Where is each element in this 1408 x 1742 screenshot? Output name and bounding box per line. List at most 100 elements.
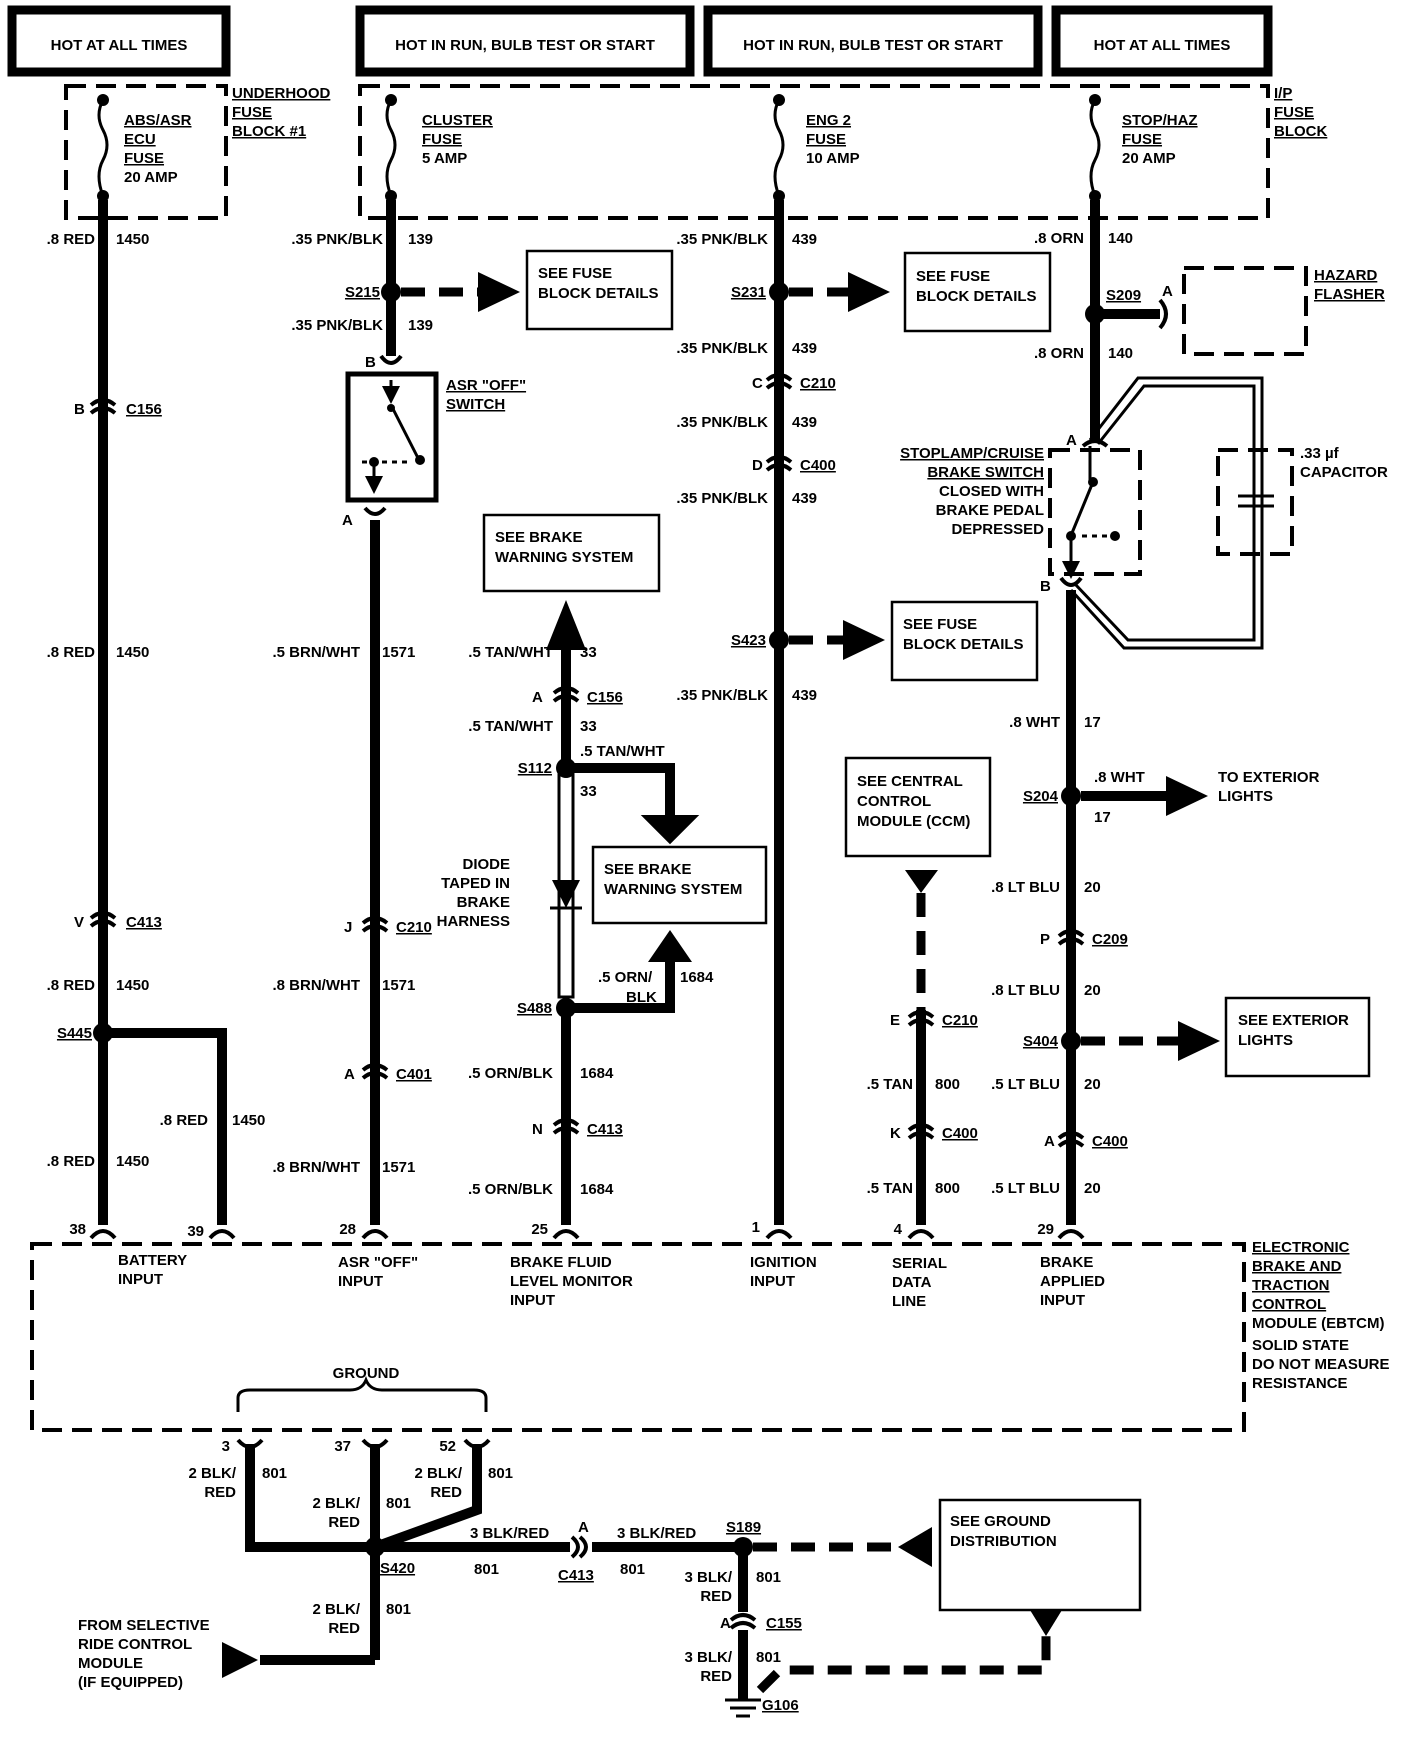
svg-text:STOP/HAZ: STOP/HAZ [1122,112,1198,129]
svg-text:BLOCK #1: BLOCK #1 [232,123,306,140]
svg-text:S423: S423 [731,632,766,649]
svg-text:.5 TAN/WHT: .5 TAN/WHT [468,644,553,661]
svg-text:HAZARD: HAZARD [1314,267,1377,284]
svg-text:SWITCH: SWITCH [446,396,505,413]
svg-text:C155: C155 [766,1615,802,1632]
stop-fuse-label: STOP/HAZ FUSE 20 AMP [1122,112,1198,167]
svg-text:K: K [890,1125,901,1142]
svg-text:.35 PNK/BLK: .35 PNK/BLK [676,490,768,507]
fuse-ref-1-line1: SEE FUSE [538,265,612,282]
svg-text:DATA: DATA [892,1274,932,1291]
capacitor-label: .33 µf CAPACITOR [1300,445,1388,481]
svg-text:MODULE: MODULE [78,1655,143,1672]
capacitor-plates [1238,494,1274,508]
svg-text:GROUND: GROUND [333,1365,400,1382]
svg-text:J: J [344,919,352,936]
battery-circuit [93,200,227,1225]
svg-text:.8 BRN/WHT: .8 BRN/WHT [273,977,361,994]
connector-labels: C156 B C413 V C210 J C401 A C156 A C413 … [74,375,1128,1150]
see-brake-warning-box-1 [482,513,661,593]
svg-text:STOPLAMP/CRUISE: STOPLAMP/CRUISE [900,445,1044,462]
svg-text:10 AMP: 10 AMP [806,150,860,167]
fuse-symbols [97,94,1101,202]
ignition-circuit [769,200,789,1225]
svg-text:20: 20 [1084,1076,1101,1093]
svg-text:RED: RED [700,1588,732,1605]
asr-pin-a: A [342,512,353,529]
svg-text:1571: 1571 [382,977,415,994]
svg-text:APPLIED: APPLIED [1040,1273,1105,1290]
svg-text:5 AMP: 5 AMP [422,150,467,167]
svg-text:37: 37 [334,1438,351,1455]
svg-text:4: 4 [894,1221,903,1238]
svg-text:.8 WHT: .8 WHT [1094,769,1145,786]
fuse-ref-3-line1: SEE FUSE [903,616,977,633]
splice-labels: S215 S231 S209 S423 S112 S488 S204 S404 … [57,284,1141,1577]
fuse-ref-2-line2: BLOCK DETAILS [916,288,1037,305]
svg-text:LEVEL MONITOR: LEVEL MONITOR [510,1273,633,1290]
stop-pin-b: B [1040,578,1051,595]
see-ground-distribution-box [938,1498,1142,1612]
svg-text:CLUSTER: CLUSTER [422,112,493,129]
see-exterior-lights-box [1224,996,1371,1078]
svg-text:.35 PNK/BLK: .35 PNK/BLK [291,231,383,248]
brake-ref-1-line1: SEE BRAKE [495,529,583,546]
brake-ref-2-line2: WARNING SYSTEM [604,881,742,898]
svg-text:.8 LT BLU: .8 LT BLU [991,982,1060,999]
svg-text:A: A [578,1519,589,1536]
svg-text:C210: C210 [942,1012,978,1029]
svg-text:20: 20 [1084,982,1101,999]
svg-text:C413: C413 [558,1567,594,1584]
svg-text:TAPED IN: TAPED IN [441,875,510,892]
header-3: HOT IN RUN, BULB TEST OR START [743,37,1003,54]
svg-text:BLK: BLK [626,989,657,1006]
svg-text:FUSE: FUSE [232,104,272,121]
svg-text:BLOCK: BLOCK [1274,123,1327,140]
svg-text:C400: C400 [942,1125,978,1142]
fuse-ref-2-line1: SEE FUSE [916,268,990,285]
svg-text:.8 WHT: .8 WHT [1009,714,1060,731]
svg-text:.5 BRN/WHT: .5 BRN/WHT [273,644,361,661]
svg-text:439: 439 [792,340,817,357]
svg-text:FUSE: FUSE [1122,131,1162,148]
stoplamp-switch-internals [1062,446,1120,579]
svg-text:.35 PNK/BLK: .35 PNK/BLK [676,687,768,704]
svg-text:38: 38 [69,1221,86,1238]
svg-text:.8 RED: .8 RED [160,1112,209,1129]
svg-text:S112: S112 [518,760,552,777]
svg-text:800: 800 [935,1076,960,1093]
svg-text:1450: 1450 [116,977,149,994]
svg-text:20 AMP: 20 AMP [124,169,178,186]
svg-text:LINE: LINE [892,1293,926,1310]
svg-text:.35 PNK/BLK: .35 PNK/BLK [676,414,768,431]
see-ccm-box [844,756,992,858]
ccm-ref-line3: MODULE (CCM) [857,813,970,830]
svg-text:S204: S204 [1023,788,1059,805]
ext-ref-line1: SEE EXTERIOR [1238,1012,1349,1029]
svg-text:RED: RED [700,1668,732,1685]
svg-text:HARNESS: HARNESS [437,913,510,930]
svg-text:3 BLK/RED: 3 BLK/RED [470,1525,549,1542]
svg-text:A: A [720,1615,731,1632]
svg-text:1450: 1450 [116,644,149,661]
underhood-fuse-block-label: UNDERHOOD FUSE BLOCK #1 [232,85,331,140]
svg-text:.35 PNK/BLK: .35 PNK/BLK [676,231,768,248]
svg-text:FROM SELECTIVE: FROM SELECTIVE [78,1617,210,1634]
svg-text:SERIAL: SERIAL [892,1255,947,1272]
fuse-ref-3-line2: BLOCK DETAILS [903,636,1024,653]
svg-text:B: B [74,401,85,418]
svg-text:139: 139 [408,231,433,248]
svg-text:C156: C156 [126,401,162,418]
svg-text:.5 TAN: .5 TAN [867,1180,913,1197]
ground-labels: 3 37 52 2 BLK/ RED 801 2 BLK/ RED 801 2 … [188,1438,801,1714]
svg-text:.5 ORN/: .5 ORN/ [598,969,653,986]
svg-text:801: 801 [262,1465,287,1482]
ground-ref-line1: SEE GROUND [950,1513,1051,1530]
asr-circuit [345,200,439,1225]
svg-text:C210: C210 [800,375,836,392]
header-1: HOT AT ALL TIMES [51,37,188,54]
svg-text:V: V [74,914,84,931]
svg-text:3 BLK/: 3 BLK/ [684,1649,732,1666]
svg-text:3: 3 [222,1438,230,1455]
eng2-fuse-label: ENG 2 FUSE 10 AMP [806,112,860,167]
